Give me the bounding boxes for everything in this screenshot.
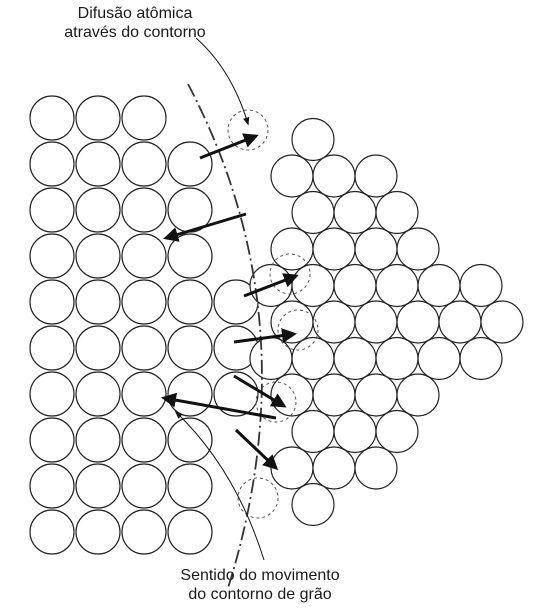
atom bbox=[168, 510, 212, 554]
atom bbox=[76, 418, 120, 462]
atom bbox=[313, 447, 355, 489]
atom bbox=[30, 280, 74, 324]
atom bbox=[292, 192, 334, 234]
atom bbox=[250, 338, 292, 380]
atom bbox=[313, 301, 355, 343]
atom bbox=[397, 301, 439, 343]
atom bbox=[122, 96, 166, 140]
atom bbox=[355, 374, 397, 416]
atom bbox=[292, 119, 334, 161]
atom bbox=[76, 326, 120, 370]
atom bbox=[30, 464, 74, 508]
atom bbox=[30, 372, 74, 416]
atom bbox=[355, 301, 397, 343]
atom bbox=[334, 192, 376, 234]
atom bbox=[355, 447, 397, 489]
atom bbox=[122, 188, 166, 232]
atom bbox=[122, 280, 166, 324]
atom bbox=[334, 338, 376, 380]
atom bbox=[418, 265, 460, 307]
atom bbox=[292, 265, 334, 307]
atom bbox=[122, 326, 166, 370]
atom bbox=[418, 338, 460, 380]
atom bbox=[168, 142, 212, 186]
atom bbox=[122, 142, 166, 186]
atom bbox=[76, 280, 120, 324]
atom bbox=[30, 142, 74, 186]
atom bbox=[481, 301, 523, 343]
boundary-movement-label-line1: Sentido do movimento bbox=[140, 566, 380, 585]
atom bbox=[168, 372, 212, 416]
atom bbox=[460, 265, 502, 307]
boundary-movement-label-line2: do contorno de grão bbox=[140, 585, 380, 604]
boundary-movement-label: Sentido do movimento do contorno de grão bbox=[140, 566, 380, 604]
atom bbox=[355, 228, 397, 270]
diffusion-arrow bbox=[200, 136, 256, 158]
atom bbox=[376, 265, 418, 307]
atom bbox=[313, 374, 355, 416]
atom bbox=[76, 96, 120, 140]
atom bbox=[122, 234, 166, 278]
atom bbox=[334, 265, 376, 307]
atom bbox=[271, 447, 313, 489]
atomic-diffusion-label-line2: através do contorno bbox=[20, 23, 250, 42]
atom bbox=[292, 484, 334, 526]
atom bbox=[271, 374, 313, 416]
left-grain-atoms bbox=[30, 96, 258, 554]
atom bbox=[122, 418, 166, 462]
atom bbox=[292, 411, 334, 453]
atom bbox=[30, 418, 74, 462]
atomic-diffusion-label-line1: Difusão atômica bbox=[20, 4, 250, 23]
atom bbox=[122, 464, 166, 508]
atom bbox=[168, 326, 212, 370]
atom bbox=[30, 326, 74, 370]
atom bbox=[76, 464, 120, 508]
atom bbox=[397, 228, 439, 270]
atom bbox=[30, 188, 74, 232]
atom bbox=[397, 374, 439, 416]
atom bbox=[168, 280, 212, 324]
atom bbox=[355, 155, 397, 197]
atom bbox=[76, 372, 120, 416]
atom bbox=[76, 142, 120, 186]
atom bbox=[376, 338, 418, 380]
vacancy-site bbox=[238, 478, 278, 518]
atom bbox=[271, 228, 313, 270]
atom bbox=[313, 155, 355, 197]
atom bbox=[313, 228, 355, 270]
atom bbox=[168, 464, 212, 508]
atom bbox=[122, 372, 166, 416]
atom bbox=[439, 301, 481, 343]
atom bbox=[168, 418, 212, 462]
atom bbox=[460, 338, 502, 380]
atom bbox=[168, 234, 212, 278]
atom bbox=[334, 411, 376, 453]
atom bbox=[76, 188, 120, 232]
atom bbox=[376, 192, 418, 234]
atom bbox=[122, 510, 166, 554]
atom bbox=[376, 411, 418, 453]
atom bbox=[30, 96, 74, 140]
atomic-diffusion-label: Difusão atômica através do contorno bbox=[20, 4, 250, 42]
atom bbox=[76, 234, 120, 278]
right-grain-atoms bbox=[250, 119, 523, 526]
atom bbox=[30, 510, 74, 554]
atom bbox=[30, 234, 74, 278]
atom bbox=[271, 155, 313, 197]
atom bbox=[76, 510, 120, 554]
